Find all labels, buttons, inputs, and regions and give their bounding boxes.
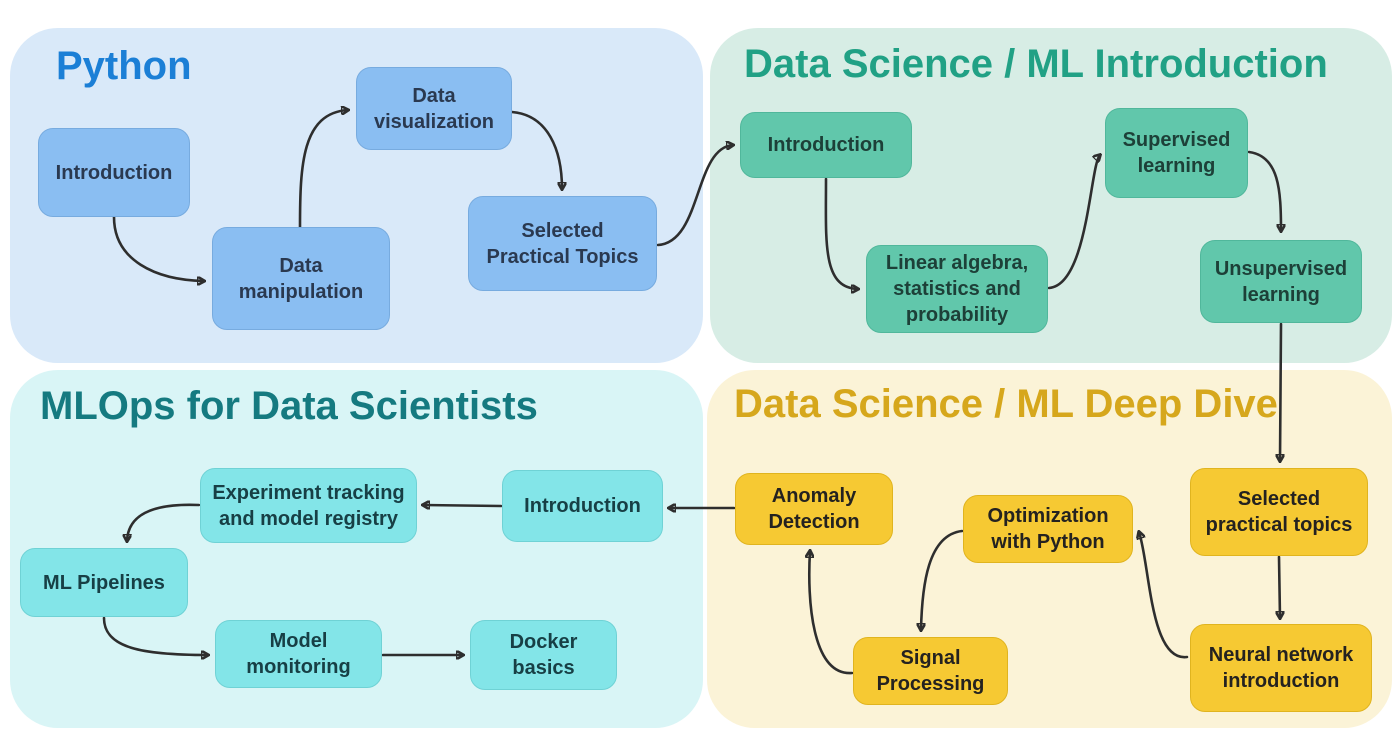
node-py-data-manipulation: Data manipulation xyxy=(212,227,390,330)
node-ds-linear-algebra: Linear algebra, statistics and probabili… xyxy=(866,245,1048,333)
node-ds-unsupervised-learning: Unsupervised learning xyxy=(1200,240,1362,323)
node-dd-neural-network-introduction: Neural network introduction xyxy=(1190,624,1372,712)
node-ml-introduction: Introduction xyxy=(502,470,663,542)
title-python: Python xyxy=(56,44,192,88)
node-dd-anomaly-detection: Anomaly Detection xyxy=(735,473,893,545)
title-ds-ml-deep-dive: Data Science / ML Deep Dive xyxy=(734,382,1278,426)
node-ml-experiment-tracking: Experiment tracking and model registry xyxy=(200,468,417,543)
node-dd-selected-practical-topics: Selected practical topics xyxy=(1190,468,1368,556)
node-ds-introduction: Introduction xyxy=(740,112,912,178)
node-py-data-visualization: Data visualization xyxy=(356,67,512,150)
title-mlops: MLOps for Data Scientists xyxy=(40,384,538,428)
node-ml-pipelines: ML Pipelines xyxy=(20,548,188,617)
node-dd-signal-processing: Signal Processing xyxy=(853,637,1008,705)
title-ds-ml-introduction: Data Science / ML Introduction xyxy=(744,42,1328,86)
node-ml-docker-basics: Docker basics xyxy=(470,620,617,690)
node-ds-supervised-learning: Supervised learning xyxy=(1105,108,1248,198)
node-py-selected-practical-topics: Selected Practical Topics xyxy=(468,196,657,291)
node-py-introduction: Introduction xyxy=(38,128,190,217)
node-ml-model-monitoring: Model monitoring xyxy=(215,620,382,688)
node-dd-optimization-with-python: Optimization with Python xyxy=(963,495,1133,563)
